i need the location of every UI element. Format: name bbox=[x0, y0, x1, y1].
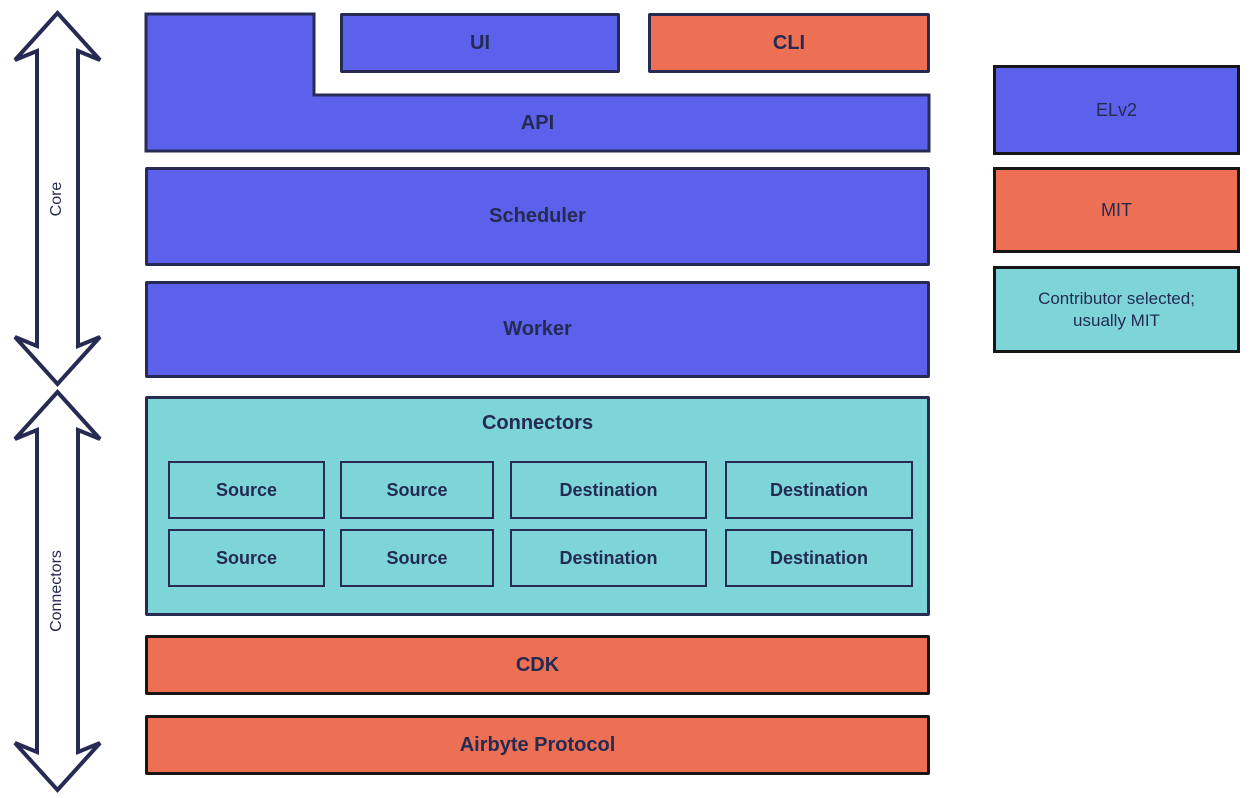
airbyte-protocol-box: Airbyte Protocol bbox=[145, 715, 930, 775]
connectors-arrow-label: Connectors bbox=[48, 550, 65, 632]
connector-source-box: Source bbox=[340, 529, 494, 587]
connector-source-box: Source bbox=[340, 461, 494, 519]
connector-destination-box: Destination bbox=[510, 461, 707, 519]
connector-source-box: Source bbox=[168, 461, 325, 519]
connectors-box: Connectors Source Source Destination Des… bbox=[145, 396, 930, 616]
cdk-box: CDK bbox=[145, 635, 930, 695]
legend-contributor-label: Contributor selected; usually MIT bbox=[1038, 289, 1195, 330]
api-label: API bbox=[520, 112, 555, 134]
connectors-arrow-shape bbox=[13, 389, 102, 793]
connector-destination-box: Destination bbox=[725, 461, 913, 519]
connectors-title: Connectors bbox=[481, 412, 594, 434]
legend-elv2-label: ELv2 bbox=[1095, 99, 1138, 120]
api-block-shape bbox=[144, 12, 931, 153]
legend-mit-label: MIT bbox=[1101, 199, 1132, 220]
core-arrow-label: Core bbox=[48, 181, 65, 217]
legend-contributor: Contributor selected; usually MIT bbox=[993, 266, 1240, 353]
legend-mit: MIT bbox=[993, 167, 1240, 253]
ui-box: UI bbox=[340, 13, 620, 73]
connector-destination-box: Destination bbox=[510, 529, 707, 587]
scheduler-box: Scheduler bbox=[145, 167, 930, 266]
core-arrow-shape bbox=[13, 10, 102, 387]
cli-box: CLI bbox=[648, 13, 930, 73]
connector-destination-box: Destination bbox=[725, 529, 913, 587]
worker-box: Worker bbox=[145, 281, 930, 378]
legend-elv2: ELv2 bbox=[993, 65, 1240, 155]
connector-source-box: Source bbox=[168, 529, 325, 587]
